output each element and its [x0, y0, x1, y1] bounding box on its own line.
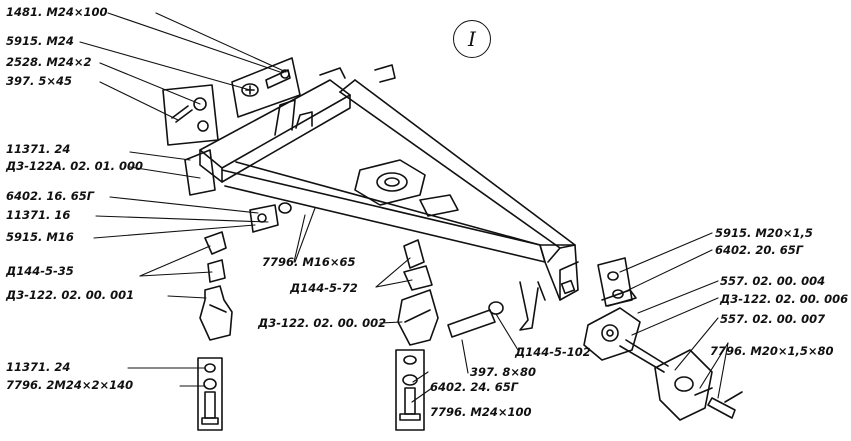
- label-part-d3-122-001: Д3-122. 02. 00. 001: [6, 288, 135, 302]
- label-part-11371-16: 11371. 16: [6, 208, 71, 222]
- label-nut-5915-m16: 5915. M16: [6, 230, 74, 244]
- label-part-557-004: 557. 02. 00. 004: [720, 274, 826, 288]
- label-part-d3-122-002: Д3-122. 02. 00. 002: [258, 316, 387, 330]
- leader-lines: [79, 12, 729, 403]
- label-bolt-1481: 1481. M24×100: [6, 5, 108, 19]
- label-washer-6402-20: 6402. 20. 65Г: [715, 243, 804, 257]
- label-bolt-7796-m20: 7796. M20×1,5×80: [710, 344, 834, 358]
- label-part-d144-5-72: Д144-5-72: [290, 281, 358, 295]
- washer-pin-inset: [162, 84, 219, 146]
- label-bolt-7796-2m24: 7796. 2M24×2×140: [6, 378, 134, 392]
- label-washer-6402-16: 6402. 16. 65Г: [6, 189, 95, 203]
- label-part-d3-122a: Д3-122А. 02. 01. 000: [6, 159, 144, 173]
- label-nut-5915-m24: 5915. M24: [6, 34, 74, 48]
- triangular-frame: [184, 64, 579, 331]
- label-pin-397-5x45: 397. 5×45: [6, 74, 73, 88]
- label-part-d3-122-006: Д3-122. 02. 00. 006: [720, 292, 849, 306]
- label-part-d144-5-35: Д144-5-35: [6, 264, 74, 278]
- label-pin-397-8x80: 397. 8×80: [470, 365, 537, 379]
- long-pin: [447, 301, 504, 338]
- label-part-11371-24-top: 11371. 24: [6, 142, 71, 156]
- label-part-557-007: 557. 02. 00. 007: [720, 312, 826, 326]
- center-hardware-stack: [395, 239, 439, 431]
- label-part-11371-24-bottom: 11371. 24: [6, 360, 71, 374]
- label-bolt-7796-m24: 7796. M24×100: [430, 405, 532, 419]
- figure-number-mark: I: [453, 20, 491, 58]
- label-part-d144-5-102: Д144-5-102: [515, 345, 591, 359]
- label-washer-2528: 2528. M24×2: [6, 55, 92, 69]
- label-nut-5915-m20: 5915. M20×1,5: [715, 226, 813, 240]
- label-washer-6402-24: 6402. 24. 65Г: [430, 380, 519, 394]
- right-hinge-assembly: [583, 257, 743, 421]
- label-bolt-7796-m16: 7796. M16×65: [262, 255, 356, 269]
